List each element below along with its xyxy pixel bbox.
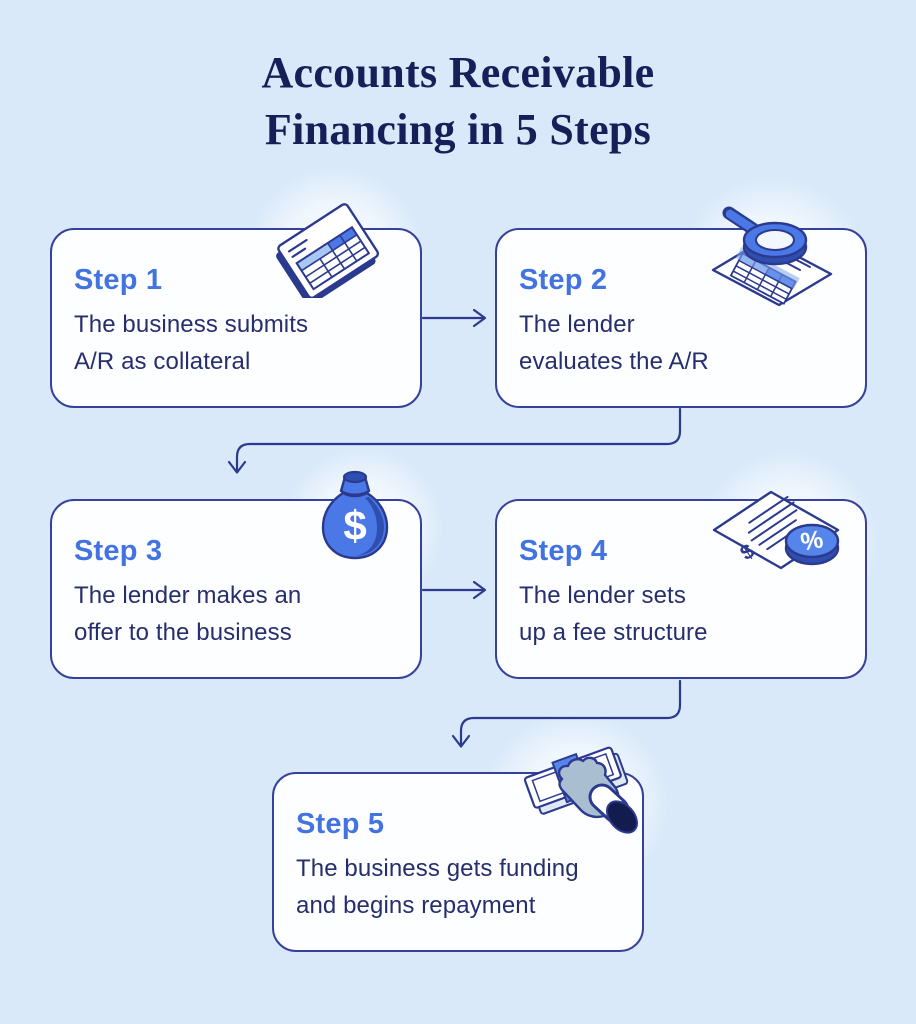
step-5-text-line1: The business gets funding (296, 855, 579, 882)
step-2-card: Step 2 The lender evaluates the A/R (495, 228, 867, 408)
step-1-text: The business submits A/R as collateral (74, 306, 402, 380)
fee-document-percent-icon: $ % (708, 487, 848, 584)
step-3-text-line2: offer to the business (74, 619, 292, 646)
step-5-card: Step 5 The business gets funding and beg… (272, 772, 644, 952)
step-5-text-line2: and begins repayment (296, 892, 536, 919)
step-3-label: Step 3 (74, 535, 163, 567)
step-1-text-line2: A/R as collateral (74, 348, 251, 375)
hand-money-icon (498, 735, 643, 842)
page-title-line1: Accounts Receivable (261, 48, 655, 97)
money-bag-icon: $ (315, 460, 395, 572)
step-4-text-line2: up a fee structure (519, 619, 708, 646)
step-4-text: The lender sets up a fee structure (519, 577, 847, 651)
arrow-step1-to-step2-icon (421, 308, 487, 328)
step-2-text: The lender evaluates the A/R (519, 306, 847, 380)
step-5-text: The business gets funding and begins rep… (296, 850, 624, 924)
step-1-text-line1: The business submits (74, 311, 309, 338)
step-2-text-line2: evaluates the A/R (519, 348, 709, 375)
step-2-label: Step 2 (519, 264, 608, 296)
page-title: Accounts Receivable Financing in 5 Steps (0, 44, 916, 158)
percent-sign-glyph: % (799, 525, 826, 556)
step-4-label: Step 4 (519, 535, 608, 567)
step-1-label: Step 1 (74, 264, 163, 296)
step-5-label: Step 5 (296, 808, 385, 840)
step-4-text-line1: The lender sets (519, 582, 686, 609)
arrow-step2-to-step3-icon (227, 407, 682, 474)
dollar-sign-glyph: $ (343, 502, 366, 549)
step-2-text-line1: The lender (519, 311, 635, 338)
step-1-card: Step 1 The business submits A/R as colla… (50, 228, 422, 408)
page-title-line2: Financing in 5 Steps (264, 105, 652, 154)
arrow-step3-to-step4-icon (421, 580, 487, 600)
invoice-document-icon (265, 203, 390, 306)
magnifier-document-icon (693, 203, 843, 313)
step-3-text: The lender makes an offer to the busines… (74, 577, 402, 651)
step-3-text-line1: The lender makes an (74, 582, 302, 609)
